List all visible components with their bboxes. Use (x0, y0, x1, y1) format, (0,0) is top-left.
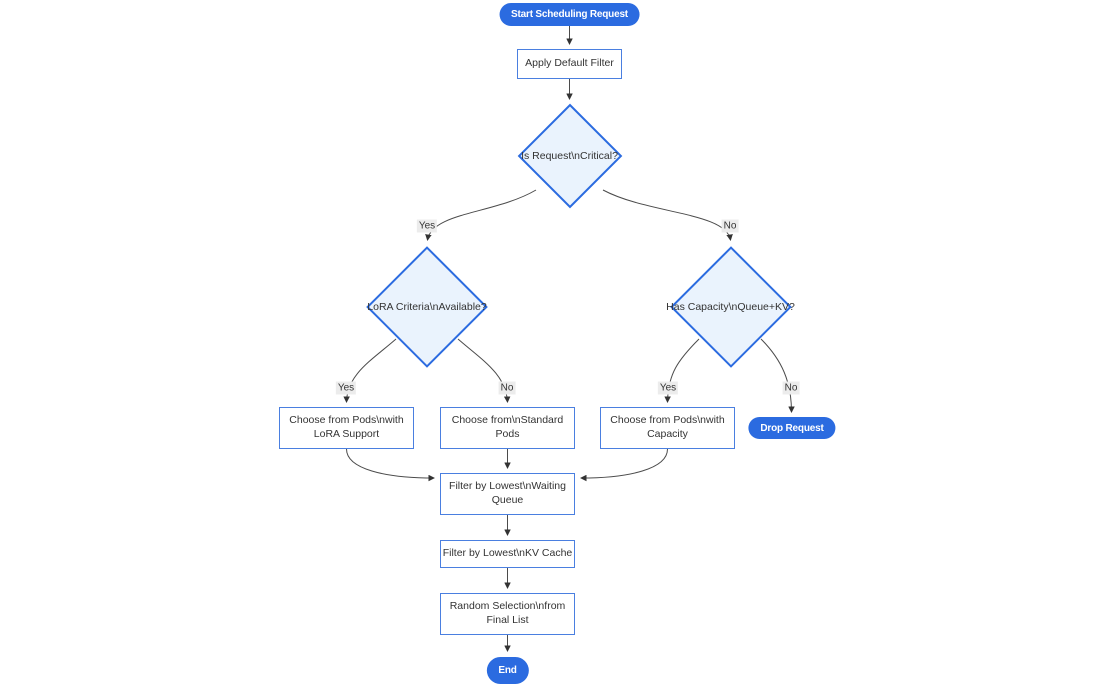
node-choose-capacity-pods: Choose from Pods\nwith Capacity (600, 407, 735, 449)
node-choose-standard-pods: Choose from\nStandard Pods (440, 407, 575, 449)
edge-label-capacity-no: No (782, 381, 800, 395)
edge-label-critical-no: No (721, 219, 739, 233)
node-random-selection: Random Selection\nfrom Final List (440, 593, 575, 635)
edge-lorapods-to-filterwait (346, 448, 435, 482)
node-has-capacity-label: Has Capacity\nQueue+KV? (666, 301, 795, 313)
node-is-critical-label: Is Request\nCritical? (521, 150, 618, 162)
edge-critical-no (602, 189, 733, 241)
edge-capacitypods-to-filterwait (580, 448, 668, 482)
edge-capacity-yes (664, 338, 700, 403)
node-lora-criteria-label: LoRA Criteria\nAvailable? (367, 301, 487, 313)
edge-label-lora-no: No (498, 381, 516, 395)
node-filter-kv-cache: Filter by Lowest\nKV Cache (440, 540, 575, 568)
node-filter-waiting-queue: Filter by Lowest\nWaiting Queue (440, 473, 575, 515)
edge-label-capacity-yes: Yes (657, 381, 679, 395)
node-start: Start Scheduling Request (499, 3, 640, 26)
edge-label-critical-yes: Yes (416, 219, 438, 233)
node-apply-default-filter: Apply Default Filter (517, 49, 622, 79)
edge-label-lora-yes: Yes (335, 381, 357, 395)
edge-capacity-no (760, 338, 795, 413)
node-drop-request: Drop Request (748, 417, 836, 439)
node-choose-lora-pods: Choose from Pods\nwith LoRA Support (279, 407, 414, 449)
edge-critical-yes (425, 189, 537, 241)
node-end: End (486, 657, 529, 684)
